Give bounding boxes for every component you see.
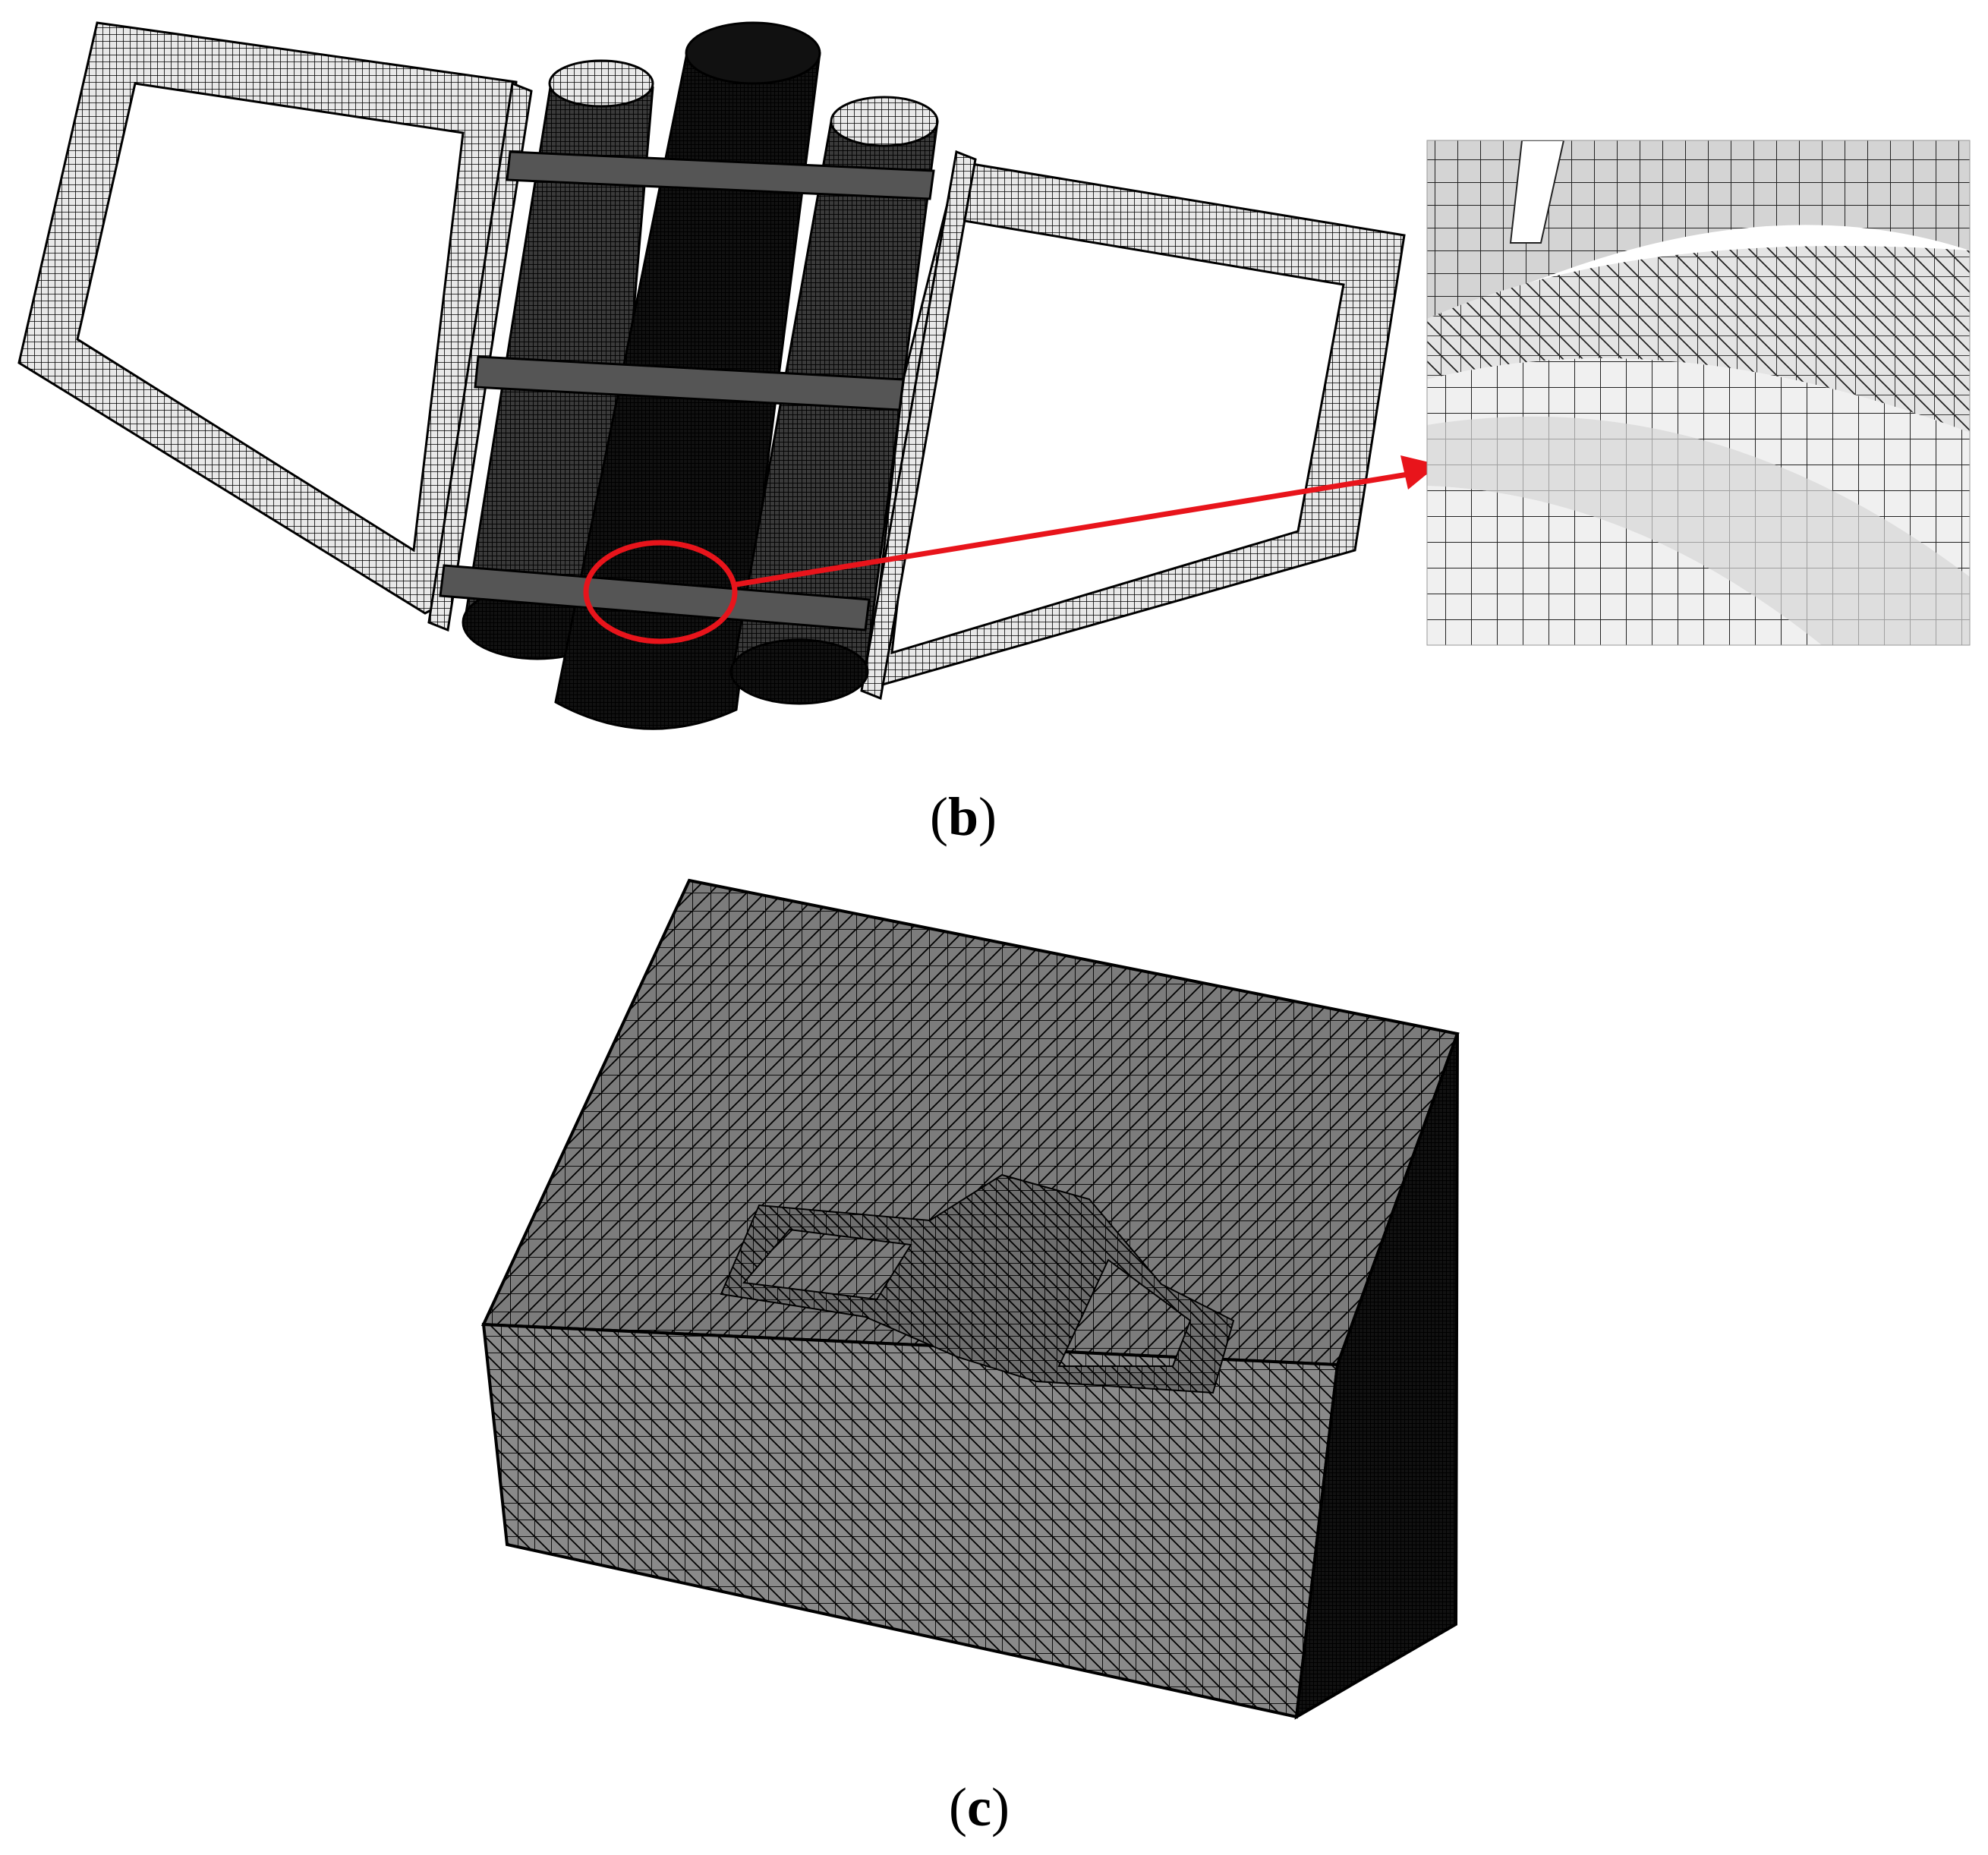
caption-panel-c: (c)	[949, 1776, 1010, 1839]
domain-right-face	[1294, 1033, 1459, 1720]
clamp-bands-mesh	[439, 150, 935, 631]
embedded-structure-mesh	[720, 1173, 1235, 1394]
detail-zoom-view	[1427, 140, 1970, 645]
caption-panel-b: (b)	[930, 786, 997, 849]
panel-c-fluid-domain-mesh	[480, 878, 1460, 1720]
caption-c-close: )	[991, 1777, 1010, 1838]
left-frame-mesh	[17, 21, 518, 615]
caption-b-letter: b	[947, 786, 979, 847]
caption-c-letter: c	[966, 1777, 991, 1838]
detail-frame	[1426, 140, 1971, 646]
highlight-circle	[583, 540, 738, 644]
caption-b-close: )	[978, 786, 997, 847]
zoom-arrow	[736, 468, 1432, 587]
caption-c-open: (	[949, 1777, 967, 1838]
panel-b-mesh-model	[17, 21, 1971, 730]
caption-b-open: (	[930, 786, 948, 847]
